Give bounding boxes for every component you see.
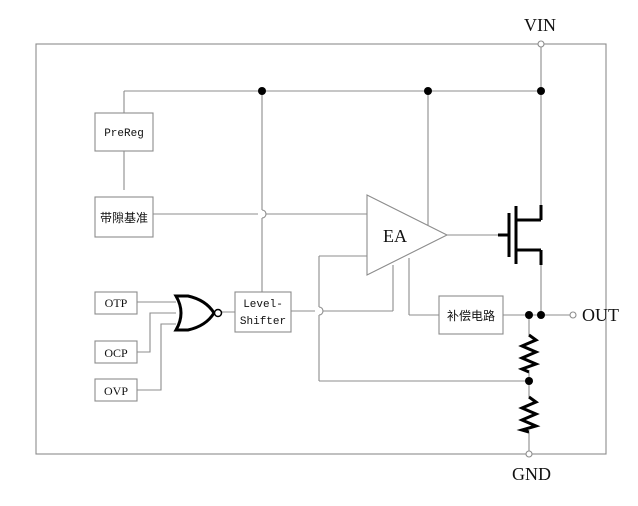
compensation-label: 补偿电路 xyxy=(447,308,495,323)
level-shifter-label-1: Level- xyxy=(243,299,283,311)
prereg-block: PreReg xyxy=(94,112,154,152)
level-shifter-label-2: Shifter xyxy=(240,316,286,328)
vin-terminal xyxy=(537,40,545,48)
gnd-pin-label: GND xyxy=(512,464,551,484)
junction-dot xyxy=(525,377,533,385)
level-shifter-block: Level- Shifter xyxy=(234,291,292,333)
prereg-label: PreReg xyxy=(104,128,144,140)
ea-label: EA xyxy=(383,226,407,246)
ocp-block: OCP xyxy=(94,340,138,364)
out-terminal xyxy=(569,311,577,319)
ovp-block: OVP xyxy=(94,378,138,402)
junction-dot xyxy=(537,311,545,319)
gnd-terminal xyxy=(525,450,533,458)
junction-dot xyxy=(424,87,432,95)
resistor-upper xyxy=(517,333,541,374)
nor-gate xyxy=(173,294,223,332)
junction-dot xyxy=(537,87,545,95)
bandgap-block: 带隙基准 xyxy=(94,196,154,238)
crossover-hop xyxy=(261,209,267,219)
bandgap-label: 带隙基准 xyxy=(100,211,148,225)
chip-boundary xyxy=(35,43,607,455)
vin-pin-label: VIN xyxy=(524,15,556,35)
ocp-wire xyxy=(137,312,176,353)
compensation-block: 补偿电路 xyxy=(438,295,504,335)
out-pin-label: OUT xyxy=(582,305,619,325)
ovp-label: OVP xyxy=(104,384,128,398)
junction-dot xyxy=(525,311,533,319)
otp-block: OTP xyxy=(94,291,138,315)
resistor-lower xyxy=(516,395,541,434)
junction-dot xyxy=(258,87,266,95)
ovp-wire xyxy=(137,323,176,391)
otp-label: OTP xyxy=(105,296,128,310)
error-amplifier: EA xyxy=(366,194,449,276)
feedback-hop xyxy=(318,306,324,316)
power-mosfet xyxy=(498,205,543,265)
ocp-label: OCP xyxy=(104,346,128,360)
